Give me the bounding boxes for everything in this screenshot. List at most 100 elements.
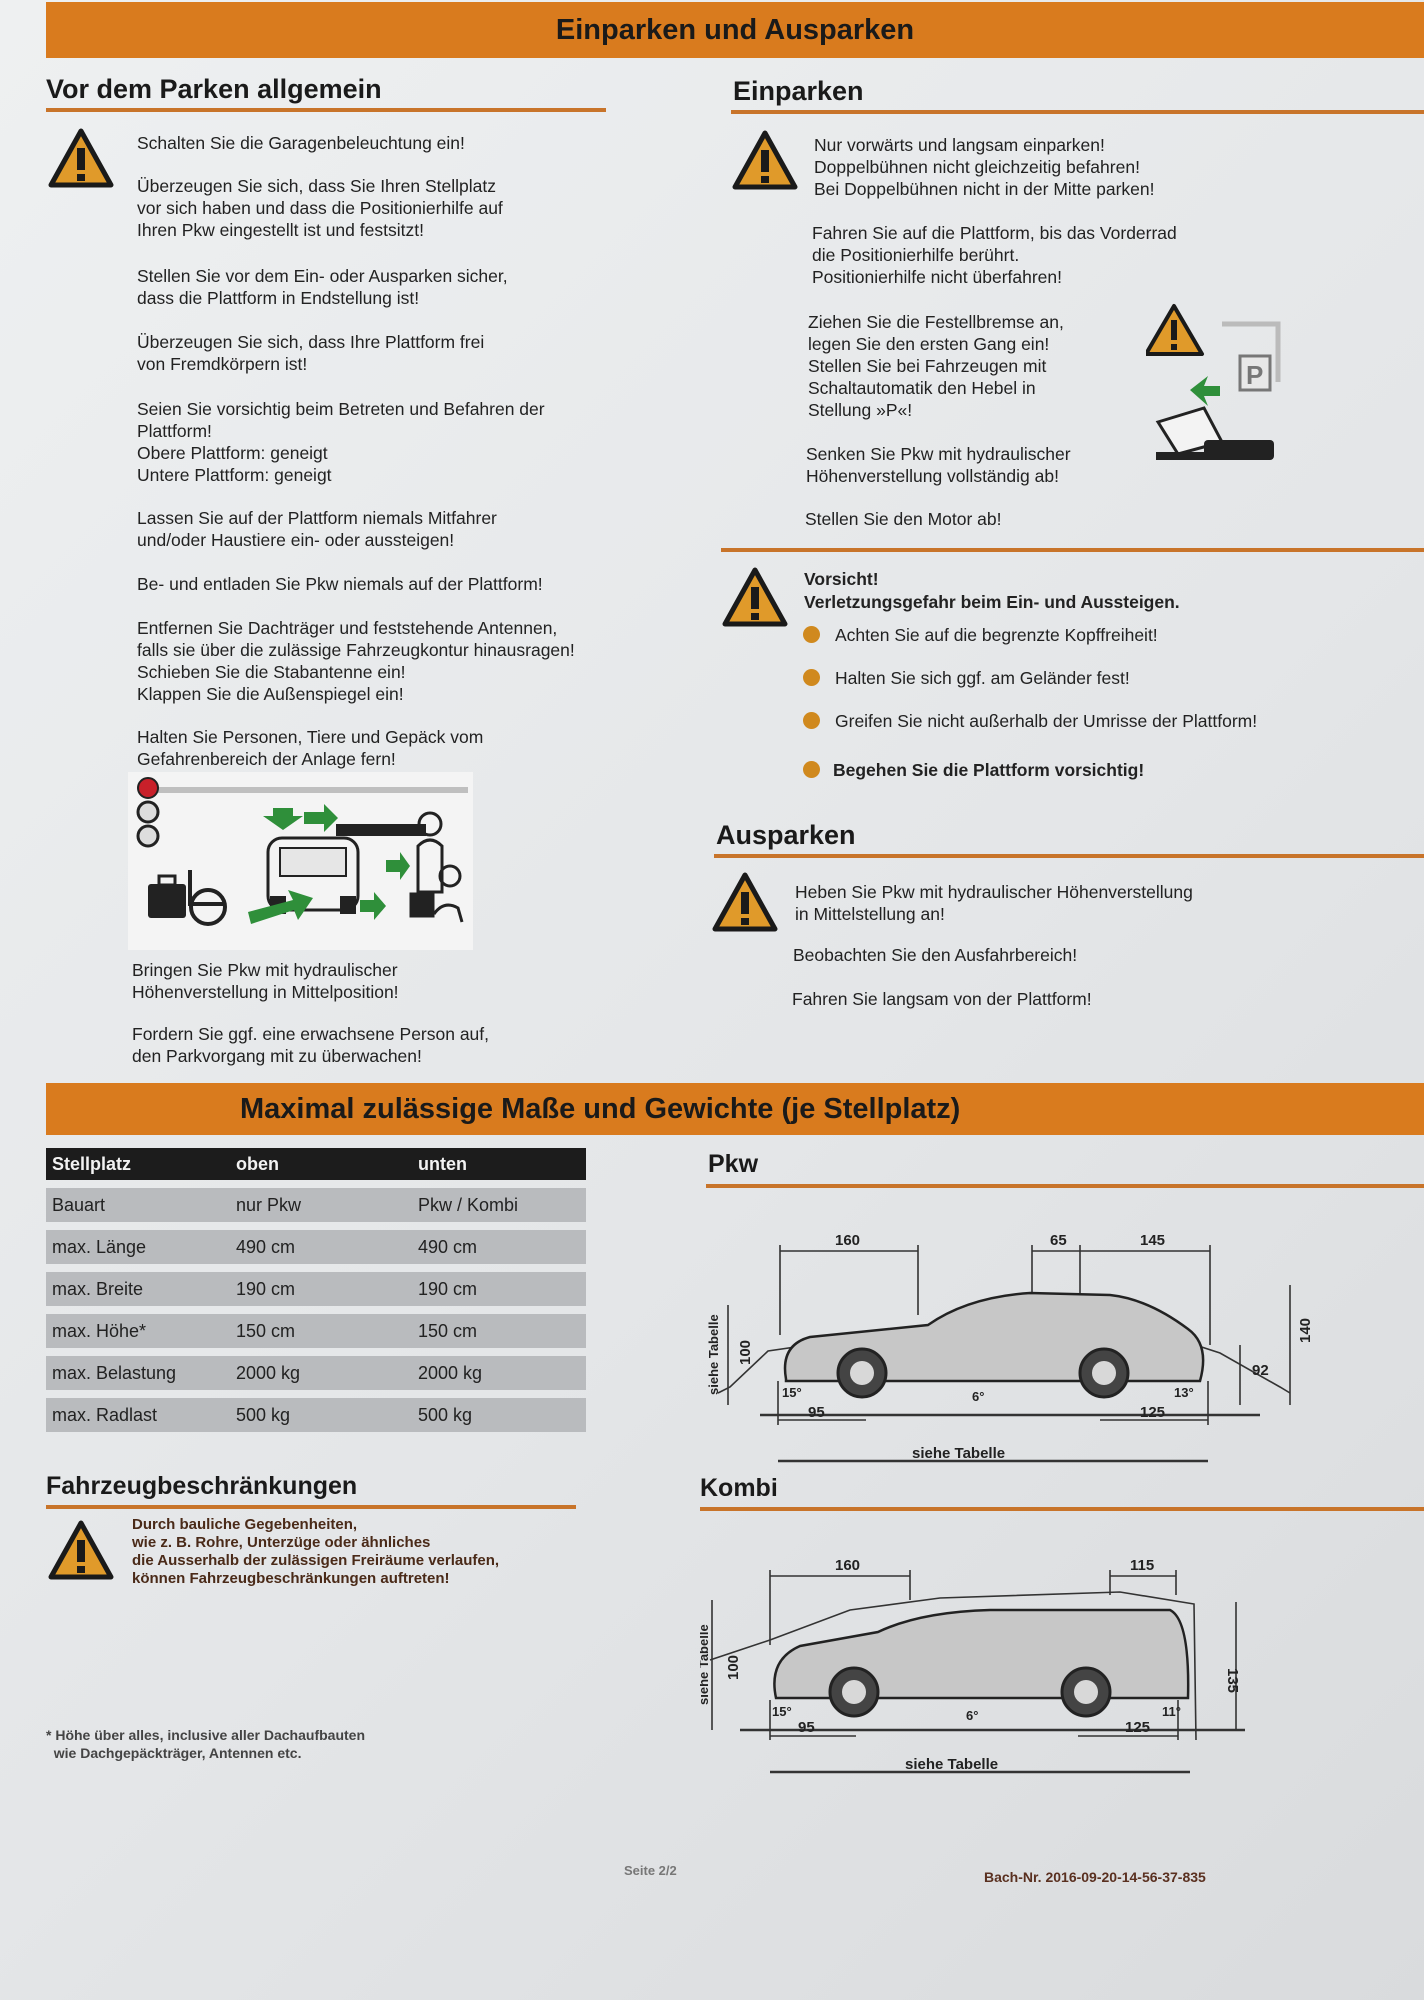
dim-label: 15°: [772, 1704, 792, 1719]
instruction-text: Senken Sie Pkw mit hydraulischer Höhenve…: [806, 444, 1071, 486]
instruction-text: Schalten Sie die Garagenbeleuchtung ein!: [137, 133, 465, 153]
table-header-cell: unten: [412, 1148, 586, 1180]
dim-label: 95: [798, 1719, 815, 1736]
title-banner: Einparken und Ausparken: [46, 2, 1424, 58]
section-rule: [46, 108, 606, 112]
instruction-text: Halten Sie Personen, Tiere und Gepäck vo…: [137, 727, 484, 769]
dim-label: 6°: [972, 1389, 984, 1404]
table-row: max. Belastung 2000 kg 2000 kg: [46, 1356, 586, 1390]
section-heading-kombi: Kombi: [700, 1474, 778, 1502]
caution-item: Achten Sie auf die begrenzte Kopffreihei…: [835, 625, 1158, 645]
dim-label: 125: [1125, 1719, 1150, 1736]
dim-label: siehe Tabelle: [912, 1445, 1005, 1462]
safety-pictogram: [128, 772, 473, 950]
footnote: * Höhe über alles, inclusive aller Dacha…: [46, 1727, 365, 1761]
instruction-text: Be- und entladen Sie Pkw niemals auf der…: [137, 574, 543, 594]
dim-label: 145: [1140, 1232, 1165, 1249]
caution-subtitle: Verletzungsgefahr beim Ein- und Aussteig…: [804, 592, 1180, 612]
instruction-text: Nur vorwärts und langsam einparken! Dopp…: [814, 135, 1155, 199]
section-rule: [721, 548, 1424, 552]
section-heading-beschraenkungen: Fahrzeugbeschränkungen: [46, 1472, 358, 1500]
dim-label: 11°: [1162, 1704, 1181, 1719]
dim-label: 100: [725, 1655, 742, 1680]
section-rule: [731, 110, 1424, 114]
instruction-text: Entfernen Sie Dachträger und feststehend…: [137, 618, 575, 704]
dim-label: 140: [1297, 1318, 1314, 1343]
arrow-icons: [248, 804, 410, 924]
section-heading-ausparken: Ausparken: [716, 820, 856, 850]
section-rule: [706, 1184, 1424, 1188]
table-row: max. Radlast 500 kg 500 kg: [46, 1398, 586, 1432]
dim-label: 125: [1140, 1404, 1165, 1421]
table-row: max. Länge 490 cm 490 cm: [46, 1230, 586, 1264]
warning-triangle-icon: [48, 128, 114, 188]
dimensions-table: Stellplatz oben unten Bauart nur Pkw Pkw…: [46, 1140, 586, 1440]
kombi-dimension-diagram: 160 115 100 135 15° 6° 11° 95 125 siehe …: [700, 1557, 1245, 1774]
dim-label: 15°: [782, 1385, 802, 1400]
warning-triangle-icon: [722, 567, 788, 627]
luggage-wheelchair-icon: [148, 870, 227, 926]
dim-label: 65: [1050, 1232, 1067, 1249]
table-cell: 150 cm: [412, 1314, 586, 1348]
table-cell: 500 kg: [230, 1398, 412, 1432]
table-cell: Pkw / Kombi: [412, 1188, 586, 1222]
instruction-text: Heben Sie Pkw mit hydraulischer Höhenver…: [795, 882, 1193, 924]
table-row: max. Höhe* 150 cm 150 cm: [46, 1314, 586, 1348]
dim-label: 13°: [1174, 1385, 1194, 1400]
section-heading-vor-dem-parken: Vor dem Parken allgemein: [46, 74, 382, 104]
table-header-cell: Stellplatz: [46, 1148, 230, 1180]
page-title: Einparken und Ausparken: [555, 13, 915, 46]
section-rule: [714, 854, 1424, 858]
section-rule: [46, 1505, 576, 1509]
dim-label: 135: [1224, 1668, 1241, 1693]
dim-label: 92: [1252, 1362, 1269, 1379]
table-cell: nur Pkw: [230, 1188, 412, 1222]
instruction-text: Ziehen Sie die Festellbremse an, legen S…: [808, 312, 1064, 420]
instruction-text: Bringen Sie Pkw mit hydraulischer Höhenv…: [132, 960, 399, 1002]
table-cell: 190 cm: [412, 1272, 586, 1306]
table-row: Bauart nur Pkw Pkw / Kombi: [46, 1188, 586, 1222]
traffic-light-icon: [136, 777, 160, 848]
car-rear-icon: [266, 824, 426, 914]
bullet-icon: [803, 712, 820, 729]
dim-label: siehe Tabelle: [905, 1756, 998, 1773]
handbrake-gear-illustration: P: [1146, 304, 1281, 460]
dim-label: 100: [737, 1340, 754, 1365]
instruction-text: Fahren Sie auf die Plattform, bis das Vo…: [812, 223, 1177, 287]
table-cell: 500 kg: [412, 1398, 586, 1432]
table-cell: max. Länge: [46, 1230, 230, 1264]
table-cell: 150 cm: [230, 1314, 412, 1348]
pkw-dimension-diagram: 160 65 145 100 140 92 15° 6° 13° 95 125 …: [706, 1232, 1314, 1463]
bullet-icon: [803, 626, 820, 643]
table-header-cell: oben: [230, 1148, 412, 1180]
table-cell: Bauart: [46, 1188, 230, 1222]
section-heading-pkw: Pkw: [708, 1150, 759, 1178]
dim-label: 160: [835, 1232, 860, 1249]
page-number: Seite 2/2: [624, 1863, 677, 1878]
person-dog-icon: [409, 811, 464, 923]
dim-label: 6°: [966, 1708, 978, 1723]
table-row: max. Breite 190 cm 190 cm: [46, 1272, 586, 1306]
dim-label: siehe Tabelle: [700, 1624, 711, 1705]
table-cell: max. Belastung: [46, 1356, 230, 1390]
warning-triangle-icon: [732, 130, 798, 190]
caution-item: Begehen Sie die Plattform vorsichtig!: [833, 760, 1145, 780]
table-cell: 2000 kg: [412, 1356, 586, 1390]
dim-label: 115: [1130, 1557, 1154, 1574]
warning-triangle-icon: [48, 1520, 114, 1580]
section-heading-einparken: Einparken: [733, 76, 864, 106]
svg-text:P: P: [1246, 360, 1263, 390]
instruction-text: Lassen Sie auf der Plattform niemals Mit…: [137, 508, 497, 550]
dim-label: 95: [808, 1404, 825, 1421]
instruction-text: Überzeugen Sie sich, dass Sie Ihren Stel…: [137, 176, 503, 240]
table-cell: 490 cm: [230, 1230, 412, 1264]
dimensions-banner: Maximal zulässige Maße und Gewichte (je …: [46, 1083, 1424, 1135]
caution-title: Vorsicht!: [804, 569, 879, 589]
instruction-text: Stellen Sie den Motor ab!: [805, 509, 1002, 529]
table-cell: max. Höhe*: [46, 1314, 230, 1348]
dim-label: 160: [835, 1557, 860, 1574]
instruction-text: Fordern Sie ggf. eine erwachsene Person …: [132, 1024, 490, 1066]
warning-triangle-icon: [712, 872, 778, 932]
table-cell: max. Breite: [46, 1272, 230, 1306]
